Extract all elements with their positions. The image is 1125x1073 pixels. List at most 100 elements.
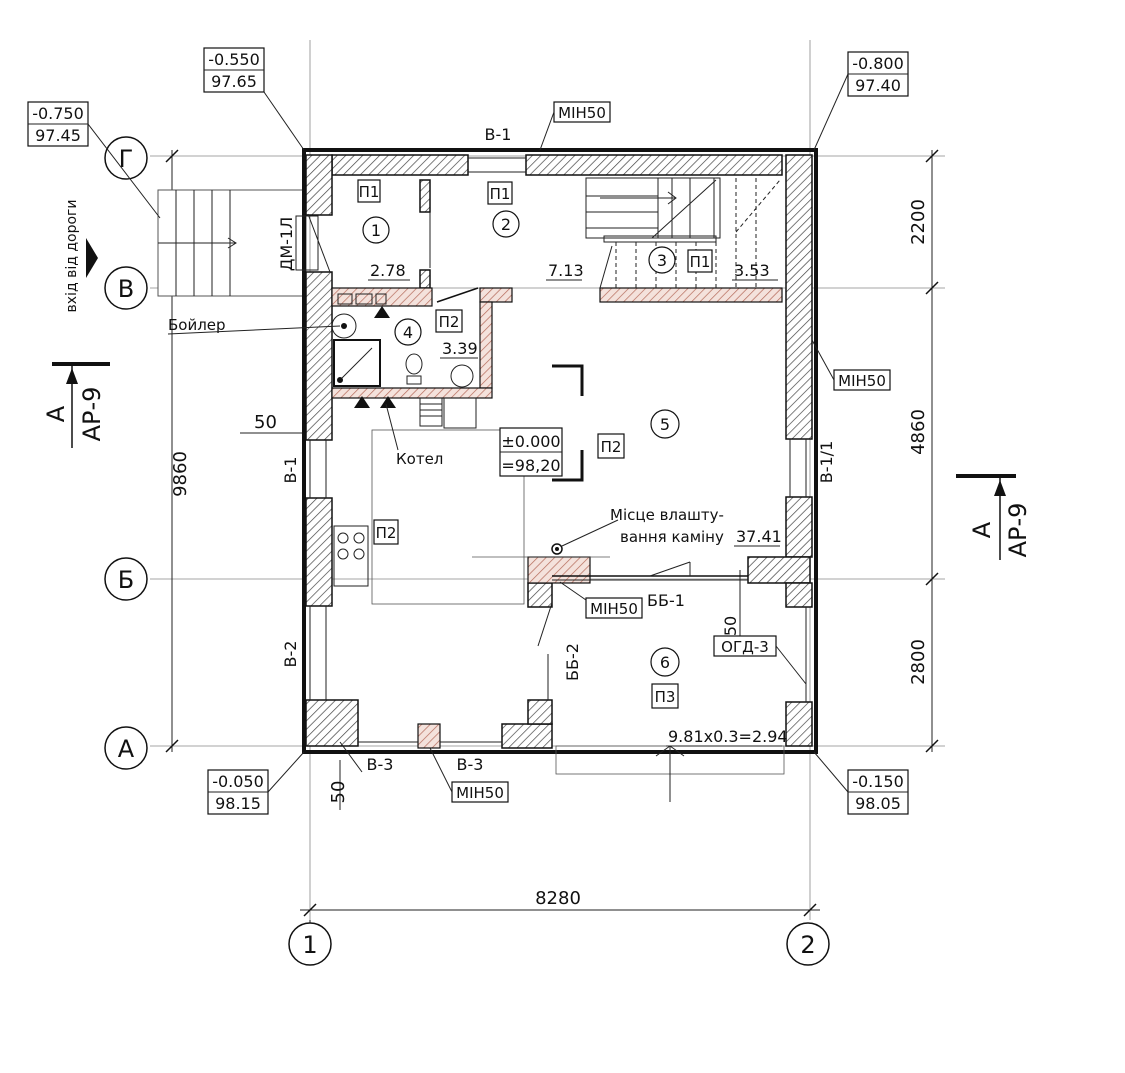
kitchen-floor-type-box — [373, 519, 399, 545]
interior-partitions — [331, 179, 783, 399]
label-min50-bottom: МІН50 — [456, 784, 504, 802]
room-2-floor-type: П1 — [490, 185, 511, 203]
label-door-bb1: ББ-1 — [647, 591, 685, 610]
room-5: 5 П2 37.41 — [597, 409, 782, 547]
section-left-letter: А — [42, 405, 70, 422]
axis-bubble-b: Б — [104, 557, 148, 601]
elevation-sw-top: -0.050 — [212, 772, 264, 791]
label-fireplace-line2: вання каміну — [620, 528, 724, 546]
dim-right-bottom: 2800 — [908, 639, 929, 685]
label-door-dm: ДМ-1Л — [277, 217, 296, 271]
room-2-area: 7.13 — [548, 261, 584, 280]
axis-label-a: А — [118, 735, 135, 763]
room-3-floor-type: П1 — [690, 253, 711, 271]
axis-bubble-2: 2 — [786, 922, 830, 966]
room-4: 4 П2 3.39 — [394, 309, 478, 359]
room-4-number: 4 — [403, 323, 413, 342]
room-1-area: 2.78 — [370, 261, 406, 280]
room-5-floor-type: П2 — [601, 438, 622, 456]
room-6-area: 9.81x0.3=2.94 — [668, 727, 788, 746]
room-1: 1 2.78 П1 — [357, 179, 410, 281]
room-1-number: 1 — [371, 221, 381, 240]
room-2-number: 2 — [501, 215, 511, 234]
axis-label-b: Б — [118, 566, 134, 594]
elevation-nw-top: -0.550 — [208, 50, 260, 69]
elevation-se-bottom: 98.05 — [855, 794, 901, 813]
elevation-stair-bottom: 97.45 — [35, 126, 81, 145]
axis-label-2: 2 — [800, 931, 815, 959]
elevation-ne-bottom: 97.40 — [855, 76, 901, 95]
label-fireplace-line1: Місце влашту- — [610, 506, 724, 524]
room-1-floor-type: П1 — [359, 183, 380, 201]
room-3: 3 П1 3.53 — [648, 246, 778, 281]
kitchen-floor-type: П2 — [376, 524, 397, 542]
axis-bubble-a: А — [104, 726, 148, 770]
dim-offset-left: 50 — [254, 412, 277, 433]
elevation-center-top: ±0.000 — [501, 432, 560, 451]
bathroom-fixtures — [331, 293, 474, 388]
room-5-number: 5 — [660, 415, 670, 434]
room-4-floor-type: П2 — [439, 313, 460, 331]
label-door-bb2: ББ-2 — [563, 643, 582, 681]
section-right-letter: А — [968, 521, 996, 538]
section-marker-right: А АР-9 — [956, 474, 1032, 560]
elevation-sw-bottom: 98.15 — [215, 794, 261, 813]
dim-offset-ogd: 50 — [721, 616, 740, 636]
section-right-sheet: АР-9 — [1004, 503, 1032, 558]
dim-total-height: 9860 — [170, 451, 191, 497]
label-window-v3-left: В-3 — [367, 755, 394, 774]
label-window-v1-1: В-1/1 — [817, 441, 836, 484]
doors — [295, 213, 691, 700]
entrance-stair — [157, 189, 307, 297]
axis-bubble-1: 1 — [288, 920, 332, 966]
label-fence-ogd: ОГД-3 — [721, 638, 769, 656]
label-min50-pier: МІН50 — [590, 600, 638, 618]
axis-bubble-v: В — [104, 266, 148, 310]
section-marker-left: А АР-9 — [42, 362, 110, 448]
room-6: 6 П3 9.81x0.3=2.94 — [650, 647, 788, 747]
elevation-ne: -0.800 97.40 — [813, 51, 909, 151]
dim-offset-bottom: 50 — [328, 781, 349, 804]
label-boiler: Бойлер — [168, 316, 226, 334]
elevation-nw: -0.550 97.65 — [203, 47, 305, 151]
elevation-ne-top: -0.800 — [852, 54, 904, 73]
label-kotel: Котел — [396, 450, 443, 468]
axis-label-v: В — [118, 275, 134, 303]
label-min50-pier-box — [585, 597, 643, 619]
elevation-stair: -0.750 97.45 — [27, 101, 161, 219]
label-window-v2: В-2 — [281, 641, 300, 668]
room-3-number: 3 — [657, 251, 667, 270]
axis-label-g: Г — [119, 145, 134, 173]
porch-outline — [555, 745, 785, 802]
room-3-area: 3.53 — [734, 261, 770, 280]
section-corner-marks — [552, 364, 584, 482]
elevation-nw-bottom: 97.65 — [211, 72, 257, 91]
dim-right-mid: 4860 — [908, 409, 929, 455]
label-min50-top: МІН50 — [558, 104, 606, 122]
room-4-area: 3.39 — [442, 339, 478, 358]
elevation-center-bottom: =98,20 — [501, 456, 560, 475]
axis-bubble-g: Г — [104, 136, 148, 180]
dim-right-top: 2200 — [908, 199, 929, 245]
room-2: 2 7.13 П1 — [487, 181, 584, 281]
room-6-floor-type: П3 — [655, 688, 676, 706]
label-window-v1-left: В-1 — [281, 457, 300, 484]
entrance-label: вхід від дороги — [64, 200, 80, 313]
label-window-v3-right: В-3 — [457, 755, 484, 774]
elevation-center: ±0.000 =98,20 — [499, 427, 563, 477]
label-window-v1-top: В-1 — [485, 125, 512, 144]
exterior-walls — [302, 148, 818, 754]
label-min50-right: МІН50 — [838, 372, 886, 390]
section-left-sheet: АР-9 — [78, 387, 106, 442]
entrance-arrow-icon — [86, 238, 98, 278]
axis-label-1: 1 — [302, 931, 317, 959]
room-5-area: 37.41 — [736, 527, 782, 546]
room-6-number: 6 — [660, 653, 670, 672]
elevation-sw: -0.050 98.15 — [207, 751, 305, 815]
kitchen-fixtures — [333, 396, 610, 605]
elevation-se: -0.150 98.05 — [813, 751, 909, 815]
dim-total-width: 8280 — [535, 888, 581, 909]
elevation-se-top: -0.150 — [852, 772, 904, 791]
elevation-stair-top: -0.750 — [32, 104, 84, 123]
